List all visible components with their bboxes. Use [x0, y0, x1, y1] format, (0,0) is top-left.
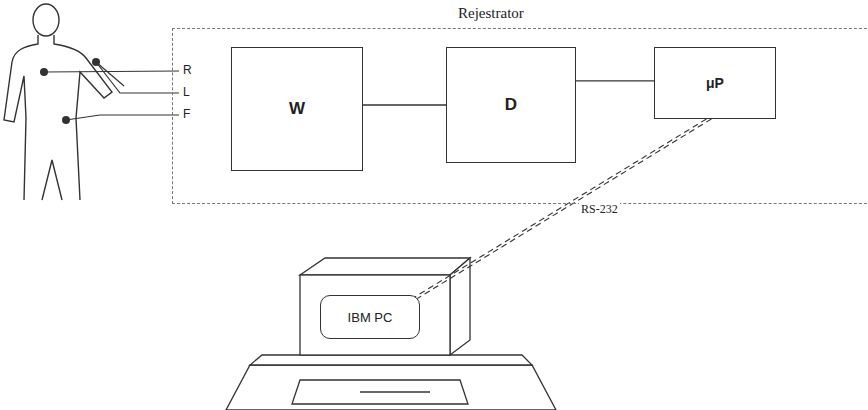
region-title: Rejestrator [458, 5, 524, 22]
box-label: IBM PC [348, 310, 393, 325]
processor-box: μP [654, 47, 776, 119]
human-figure [4, 4, 112, 200]
signal-line [363, 105, 446, 106]
signal-line [576, 80, 654, 81]
link-label: RS-232 [579, 202, 620, 217]
electrode-input-label: L [183, 85, 190, 99]
box-label: W [289, 99, 305, 119]
recorder-region: RejestratorWDμP [172, 28, 868, 204]
computer-label-box: IBM PC [320, 295, 420, 339]
amplifier-box: W [231, 47, 363, 171]
electrode-input-label: R [183, 63, 192, 77]
box-label: μP [706, 75, 724, 91]
lead-wire [44, 62, 179, 120]
box-label: D [505, 95, 517, 115]
computer-drawing [226, 258, 556, 410]
converter-box: D [446, 47, 576, 163]
electrode-input-label: F [183, 107, 190, 121]
electrode [40, 58, 100, 124]
